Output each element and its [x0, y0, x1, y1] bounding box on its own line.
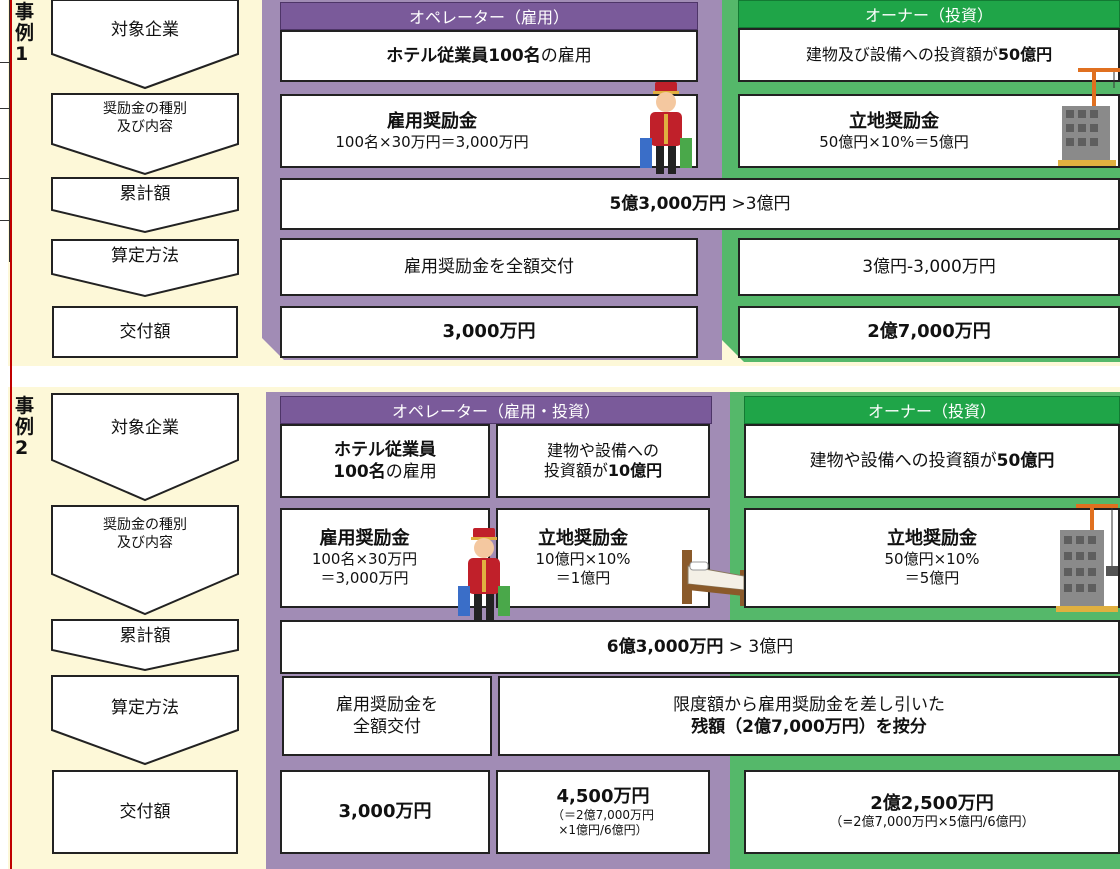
- case1-row-target: 対象企業: [50, 0, 240, 90]
- case1-row-amount: 交付額: [52, 306, 238, 358]
- case1-row-type: 奨励金の種別及び内容: [50, 92, 240, 176]
- case2-operator-target-employment: ホテル従業員 100名の雇用: [280, 424, 490, 498]
- case2-operator-method-employment: 雇用奨励金を 全額交付: [282, 676, 492, 756]
- case1-owner-grant: 立地奨励金 50億円×10%＝5億円: [738, 94, 1120, 168]
- case2-method-shared: 限度額から雇用奨励金を差し引いた 残額（2億7,000万円）を按分: [498, 676, 1120, 756]
- left-table-divider-3: [0, 178, 10, 179]
- left-table-edge: [0, 0, 10, 262]
- case1-row-cumulative: 累計額: [50, 176, 240, 234]
- case2-operator-amount-investment: 4,500万円 （＝2億7,000万円 ×1億円/6億円）: [496, 770, 710, 854]
- case2-row-cumulative: 累計額: [50, 618, 240, 672]
- case2-row-method: 算定方法: [50, 674, 240, 766]
- case2-row-target: 対象企業: [50, 392, 240, 502]
- case2-owner-target: 建物や設備への投資額が50億円: [744, 424, 1120, 498]
- case1-operator-header: オペレーター（雇用）: [280, 2, 698, 30]
- case1-row-method: 算定方法: [50, 238, 240, 298]
- case2-operator-header: オペレーター（雇用・投資）: [280, 396, 712, 424]
- case1-owner-header: オーナー（投資）: [738, 0, 1120, 28]
- case1-owner-method: 3億円-3,000万円: [738, 238, 1120, 296]
- case1-operator-method: 雇用奨励金を全額交付: [280, 238, 698, 296]
- case2-row-type: 奨励金の種別及び内容: [50, 504, 240, 616]
- case1-owner-target: 建物及び設備への投資額が50億円: [738, 28, 1120, 82]
- case1-operator-amount: 3,000万円: [280, 306, 698, 358]
- bellboy-icon: [640, 82, 692, 174]
- case1-operator-grant: 雇用奨励金 100名×30万円＝3,000万円: [280, 94, 698, 168]
- bellboy-icon: [458, 528, 510, 624]
- building-construction-icon: [1058, 68, 1120, 166]
- case1-operator-target: ホテル従業員100名の雇用: [280, 30, 698, 82]
- case1-cumulative: 5億3,000万円 >3億円: [280, 178, 1120, 230]
- left-table-divider-1: [0, 62, 10, 63]
- case2-operator-grant-employment: 雇用奨励金 100名×30万円 ＝3,000万円: [280, 508, 490, 608]
- case2-operator-amount-employment: 3,000万円: [280, 770, 490, 854]
- building-construction-icon: [1056, 504, 1118, 612]
- case1-owner-amount: 2億7,000万円: [738, 306, 1120, 358]
- case2-owner-grant: 立地奨励金 50億円×10% ＝5億円: [744, 508, 1120, 608]
- case2-owner-amount: 2億2,500万円 （=2億7,000万円×5億円/6億円）: [744, 770, 1120, 854]
- left-table-divider-2: [0, 108, 10, 109]
- left-table-divider-4: [0, 220, 10, 221]
- case2-operator-target-investment: 建物や設備への 投資額が10億円: [496, 424, 710, 498]
- case2-cumulative: 6億3,000万円 > 3億円: [280, 620, 1120, 674]
- case2-owner-header: オーナー（投資）: [744, 396, 1120, 424]
- left-red-rule: [10, 0, 12, 869]
- bed-icon: [682, 550, 748, 606]
- case2-operator-grant-investment: 立地奨励金 10億円×10% ＝1億円: [496, 508, 710, 608]
- case2-row-amount: 交付額: [52, 770, 238, 854]
